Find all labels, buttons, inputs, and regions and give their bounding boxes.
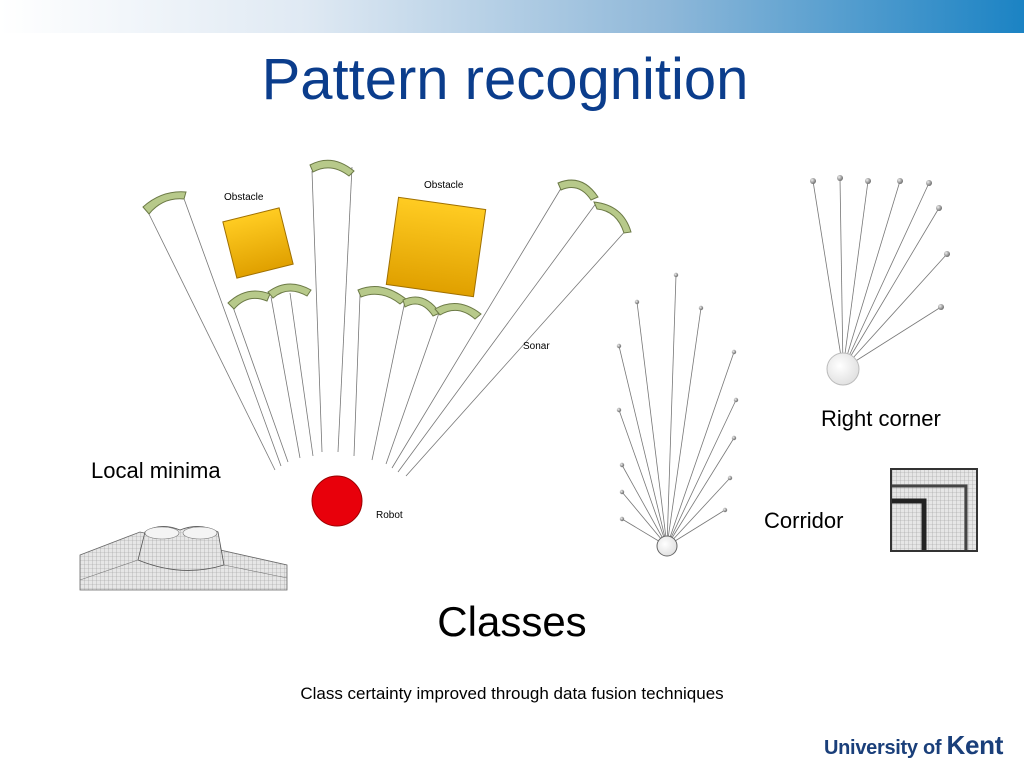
university-logo: University of Kent	[824, 730, 1003, 761]
obstacle-large	[385, 196, 487, 298]
header-gradient-bar	[0, 0, 1024, 33]
logo-university-text: University of	[824, 737, 947, 759]
robot-label: Robot	[376, 510, 403, 521]
local-minima-surface-plot	[79, 526, 288, 591]
right-corner-label: Right corner	[821, 406, 941, 431]
local-minima-label: Local minima	[91, 458, 221, 483]
slide-title: Pattern recognition	[261, 47, 749, 112]
obstacle-label-2: Obstacle	[424, 180, 464, 191]
corridor-texture-image	[890, 468, 978, 552]
classes-heading: Classes	[437, 598, 587, 645]
robot-circle	[311, 475, 363, 527]
obstacle-label-1: Obstacle	[224, 192, 264, 203]
obstacle-small	[222, 207, 294, 279]
sonar-beams	[147, 166, 629, 477]
right-corner-sensor-fan	[810, 175, 950, 386]
corridor-sensor-fan	[616, 272, 739, 557]
sonar-echo-arcs	[142, 159, 632, 320]
caption-text: Class certainty improved through data fu…	[300, 684, 724, 703]
logo-kent-text: Kent	[946, 730, 1004, 760]
sonar-label: Sonar	[523, 341, 550, 352]
corridor-label: Corridor	[764, 508, 844, 533]
